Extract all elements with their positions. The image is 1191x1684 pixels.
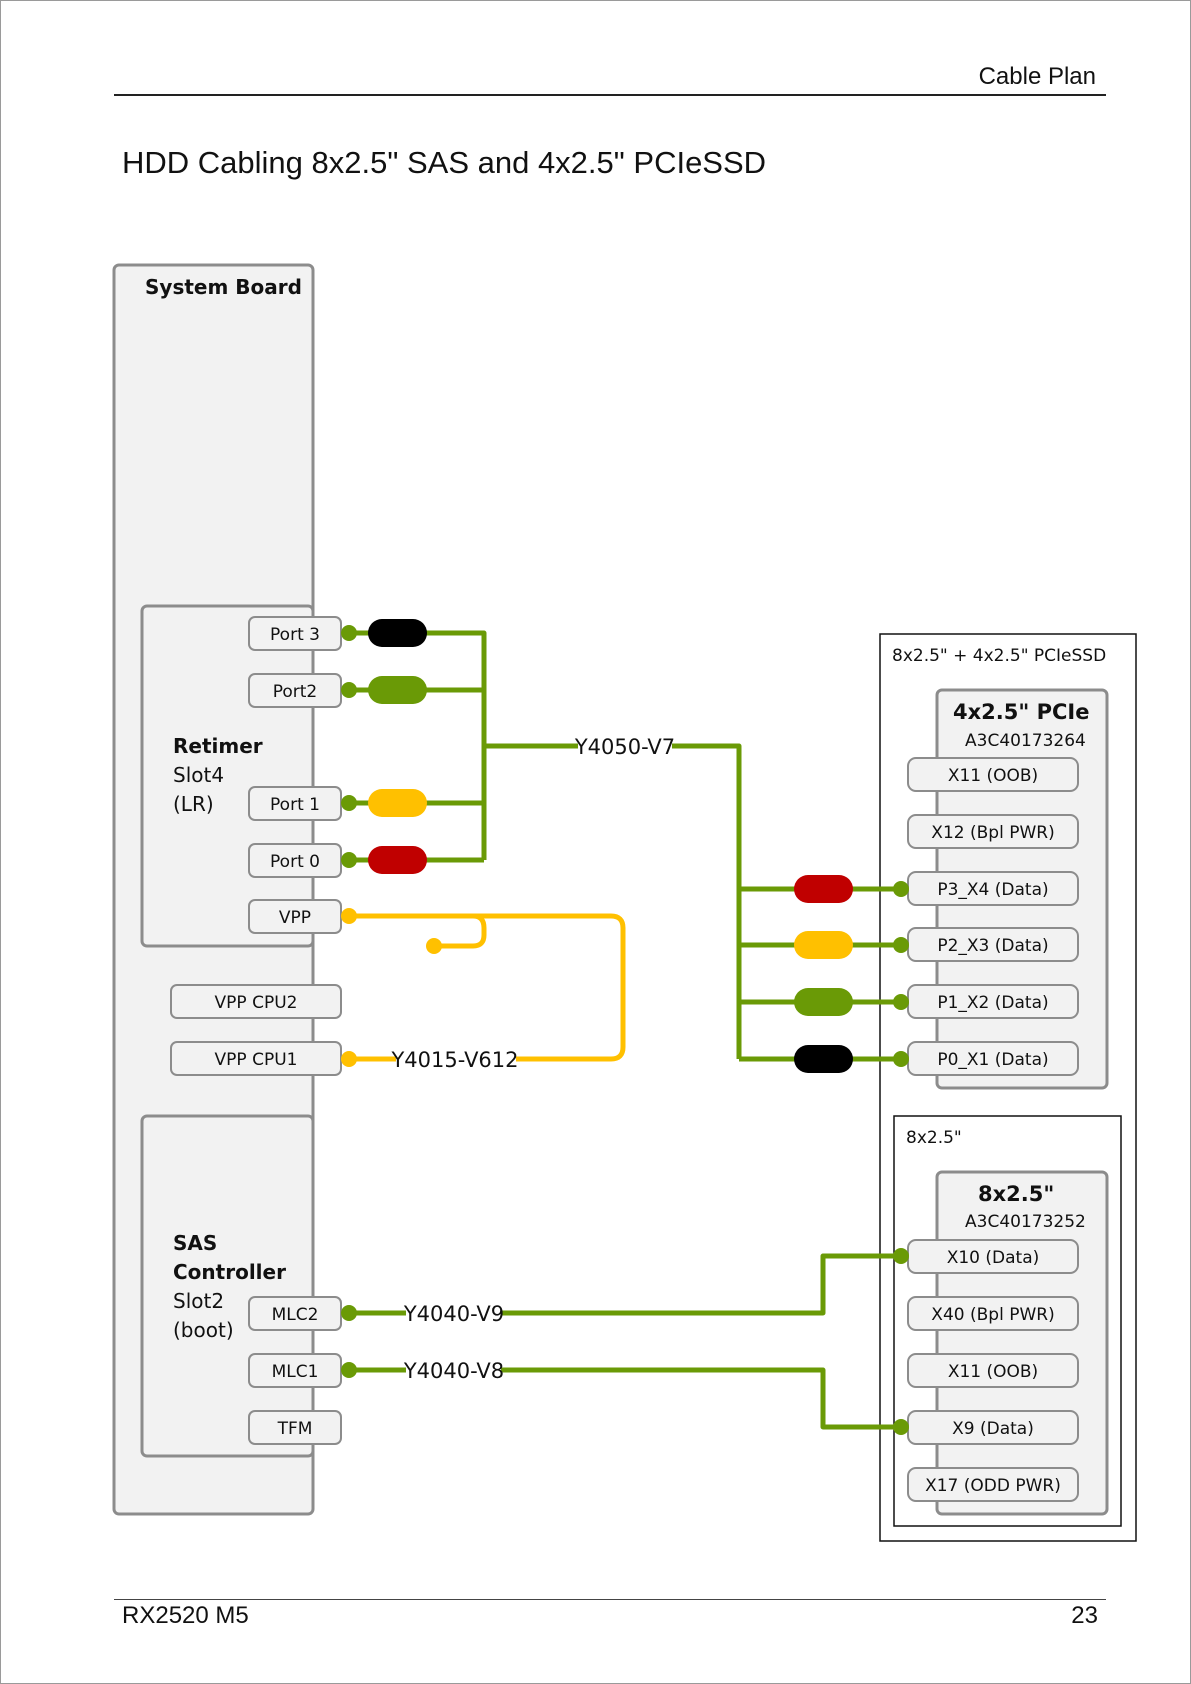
tfm-box (248, 1410, 342, 1445)
sas-backplane-title: 8x2.5" (978, 1182, 1054, 1206)
footer-rule (114, 1599, 1106, 1600)
port-3-label: Port 3 (270, 625, 320, 645)
dot-vpp-cpu1 (341, 1051, 357, 1067)
marker-p2x3-yellow (794, 931, 853, 959)
sas-controller-name-2: Controller (173, 1260, 286, 1284)
vpp-cpu1-box (170, 1041, 342, 1076)
sas-controller-slot: Slot2 (173, 1289, 224, 1313)
sas-x17-label: X17 (ODD PWR) (925, 1476, 1061, 1496)
mlc2-label: MLC2 (272, 1305, 319, 1325)
dot-p1x2 (893, 994, 909, 1010)
pcie-backplane-part: A3C40173264 (965, 731, 1086, 751)
sas-controller-note: (boot) (173, 1318, 234, 1342)
sas-x11-label: X11 (OOB) (948, 1362, 1038, 1382)
dot-p3x4 (893, 881, 909, 897)
dot-port1 (341, 795, 357, 811)
sas-controller-name-1: SAS (173, 1231, 217, 1255)
header-title: Cable Plan (978, 63, 1096, 90)
cable-y4015-stub (434, 913, 487, 949)
dot-port3 (341, 625, 357, 641)
retimer-slot: Slot4 (173, 763, 224, 787)
port-3-box (248, 616, 342, 651)
pcie-p3x4-label: P3_X4 (Data) (937, 880, 1048, 900)
dot-vpp (341, 908, 357, 924)
port-2-label: Port2 (273, 682, 318, 702)
dot-port0 (341, 852, 357, 868)
tfm-label: TFM (277, 1419, 313, 1439)
system-board-title: System Board (145, 275, 302, 299)
cable-label-y4040-v9: Y4040-V9 (403, 1302, 504, 1326)
vpp-box (248, 899, 342, 934)
retimer-note: (LR) (173, 792, 214, 816)
sas-cage-title: 8x2.5" (906, 1128, 962, 1148)
dot-p2x3 (893, 937, 909, 953)
dot-mlc1 (341, 1362, 357, 1378)
mlc1-box (248, 1353, 342, 1388)
port-1-box (248, 786, 342, 821)
header-rule (114, 94, 1106, 96)
sas-x40-box (907, 1296, 1079, 1331)
marker-port0-red (368, 846, 427, 874)
dot-sas-x10 (893, 1248, 909, 1264)
retimer-panel (140, 604, 315, 948)
cable-label-y4050-v7: Y4050-V7 (574, 735, 675, 759)
port-2-box (248, 673, 342, 708)
sas-x11-box (907, 1353, 1079, 1388)
cable-label-y4040-v8: Y4040-V8 (403, 1359, 504, 1383)
cable-y4040-v8-right (501, 1367, 901, 1430)
pcie-x12-label: X12 (Bpl PWR) (931, 823, 1054, 843)
mlc1-label: MLC1 (272, 1362, 319, 1382)
port-1-label: Port 1 (270, 795, 320, 815)
vpp-cpu2-label: VPP CPU2 (215, 993, 298, 1013)
vpp-label: VPP (279, 908, 311, 928)
pcie-p0x1-label: P0_X1 (Data) (937, 1050, 1048, 1070)
marker-p3x4-red (794, 875, 853, 903)
cable-y4015-main (349, 913, 626, 1062)
cable-y4050-port3 (349, 630, 487, 860)
pcie-cage-frame (879, 633, 1137, 1542)
dot-p0x1 (893, 1051, 909, 1067)
port-0-label: Port 0 (270, 852, 320, 872)
marker-port1-yellow (368, 789, 427, 817)
mlc2-box (248, 1296, 342, 1331)
port-0-box (248, 843, 342, 878)
pcie-p1x2-label: P1_X2 (Data) (937, 993, 1048, 1013)
marker-p1x2-green (794, 988, 853, 1016)
pcie-x12-box (907, 814, 1079, 849)
footer-page-number: 23 (1071, 1602, 1098, 1629)
pcie-cage-title: 8x2.5" + 4x2.5" PCIeSSD (892, 646, 1106, 666)
dot-port2 (341, 682, 357, 698)
section-title: HDD Cabling 8x2.5" SAS and 4x2.5" PCIeSS… (122, 145, 767, 180)
vpp-cpu2-box (170, 984, 342, 1019)
marker-port3-black (368, 619, 427, 647)
cable-y4050-trunk-right (672, 743, 742, 1059)
retimer-name: Retimer (173, 734, 263, 758)
pcie-backplane-title: 4x2.5" PCIe (953, 700, 1089, 724)
pcie-x11-label: X11 (OOB) (948, 766, 1038, 786)
marker-port2-green (368, 676, 427, 704)
footer-model: RX2520 M5 (122, 1602, 249, 1629)
sas-x40-label: X40 (Bpl PWR) (931, 1305, 1054, 1325)
marker-p0x1-black (794, 1045, 853, 1073)
pcie-p2x3-label: P2_X3 (Data) (937, 936, 1048, 956)
cable-y4040-v9-right (501, 1253, 901, 1316)
sas-x17-box (907, 1467, 1079, 1502)
dot-vpp-stub (426, 938, 442, 954)
pcie-x11-box (907, 757, 1079, 792)
vpp-cpu1-label: VPP CPU1 (215, 1050, 298, 1070)
sas-controller-panel (140, 1114, 315, 1458)
sas-x10-label: X10 (Data) (947, 1248, 1040, 1268)
sas-x9-label: X9 (Data) (952, 1419, 1034, 1439)
cable-label-y4015-v612: Y4015-V612 (390, 1048, 518, 1072)
dot-sas-x9 (893, 1419, 909, 1435)
dot-mlc2 (341, 1305, 357, 1321)
sas-backplane-part: A3C40173252 (965, 1212, 1086, 1232)
sas-cage-frame (893, 1115, 1122, 1527)
